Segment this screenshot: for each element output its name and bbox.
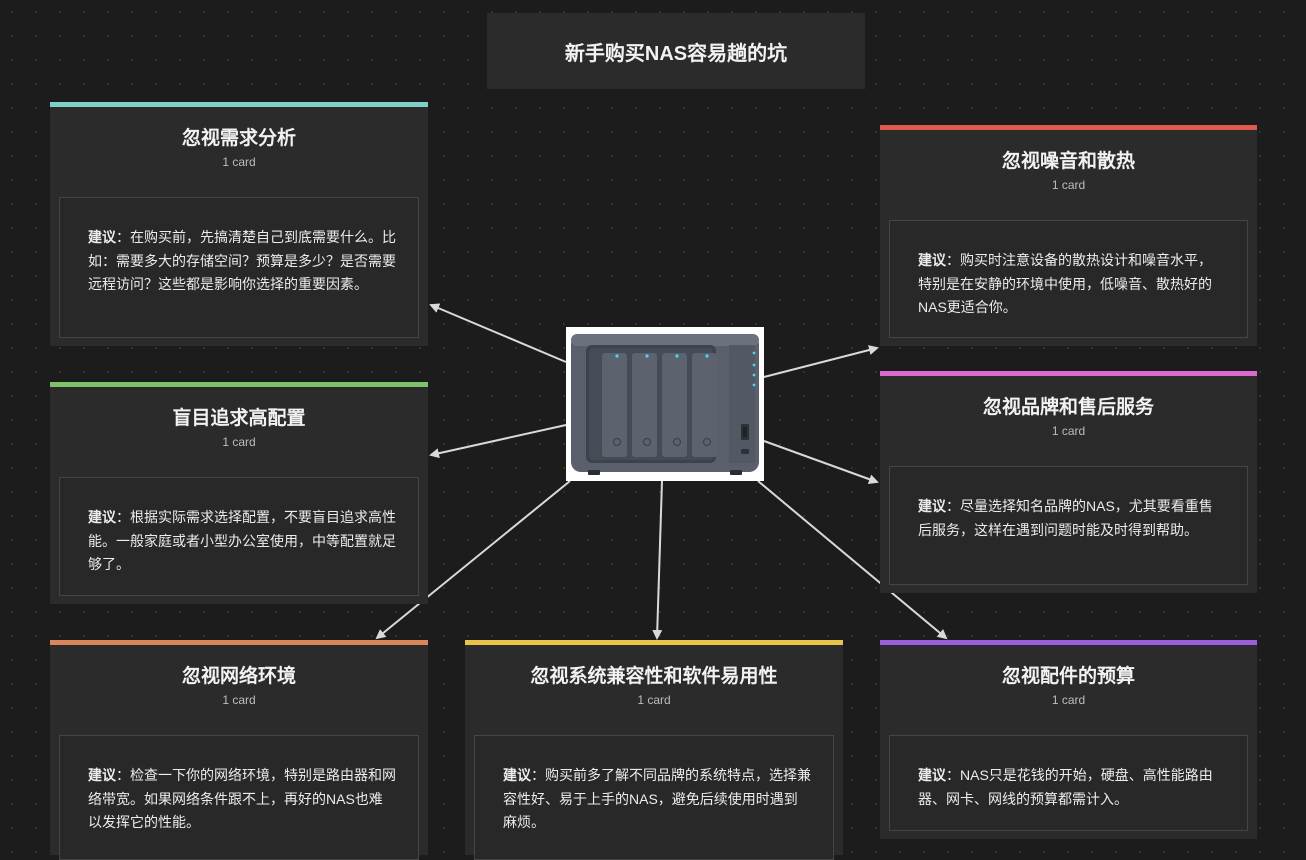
note-separator: ： bbox=[531, 767, 545, 783]
note-separator: ： bbox=[946, 498, 960, 514]
note-text: 检查一下你的网络环境，特别是路由器和网络带宽。如果网络条件跟不上，再好的NAS也… bbox=[88, 767, 396, 830]
note-label: 建议 bbox=[918, 498, 946, 514]
card-demand[interactable]: 忽视需求分析 1 card 建议：在购买前，先搞清楚自己到底需要什么。比如：需要… bbox=[50, 102, 428, 346]
card-note[interactable]: 建议：购买前多了解不同品牌的系统特点，选择兼容性好、易于上手的NAS，避免后续使… bbox=[474, 735, 834, 860]
card-network[interactable]: 忽视网络环境 1 card 建议：检查一下你的网络环境，特别是路由器和网络带宽。… bbox=[50, 640, 428, 860]
card-brand[interactable]: 忽视品牌和售后服务 1 card 建议：尽量选择知名品牌的NAS，尤其要看重售后… bbox=[880, 371, 1257, 593]
arrow-to-network bbox=[375, 480, 571, 640]
note-label: 建议 bbox=[503, 767, 531, 783]
card-note[interactable]: 建议：购买时注意设备的散热设计和噪音水平，特别是在安静的环境中使用，低噪音、散热… bbox=[889, 220, 1248, 338]
card-count: 1 card bbox=[222, 693, 256, 707]
note-text: 在购买前，先搞清楚自己到底需要什么。比如：需要多大的存储空间？预算是多少？是否需… bbox=[88, 229, 396, 292]
note-separator: ： bbox=[116, 229, 130, 245]
card-note[interactable]: 建议：在购买前，先搞清楚自己到底需要什么。比如：需要多大的存储空间？预算是多少？… bbox=[59, 197, 419, 338]
card-note[interactable]: 建议：NAS只是花钱的开始，硬盘、高性能路由器、网卡、网线的预算都需计入。 bbox=[889, 735, 1248, 831]
note-label: 建议 bbox=[918, 767, 946, 783]
arrow-to-config bbox=[429, 424, 567, 459]
note-separator: ： bbox=[946, 767, 960, 783]
card-note[interactable]: 建议：检查一下你的网络环境，特别是路由器和网络带宽。如果网络条件跟不上，再好的N… bbox=[59, 735, 419, 860]
note-label: 建议 bbox=[88, 767, 116, 783]
card-title: 忽视系统兼容性和软件易用性 bbox=[530, 666, 778, 687]
note-separator: ： bbox=[946, 252, 960, 268]
map-title[interactable]: 新手购买NAS容易趟的坑 bbox=[487, 13, 865, 89]
card-count: 1 card bbox=[637, 693, 671, 707]
note-text: 购买时注意设备的散热设计和噪音水平，特别是在安静的环境中使用，低噪音、散热好的N… bbox=[918, 252, 1212, 315]
note-label: 建议 bbox=[88, 509, 116, 525]
note-text: 购买前多了解不同品牌的系统特点，选择兼容性好、易于上手的NAS，避免后续使用时遇… bbox=[503, 767, 811, 830]
nas-device-icon bbox=[571, 334, 759, 475]
card-count: 1 card bbox=[1051, 424, 1086, 438]
arrow-to-brand bbox=[763, 440, 879, 484]
arrow-to-demand bbox=[429, 303, 567, 363]
card-count: 1 card bbox=[222, 435, 256, 449]
card-count: 1 card bbox=[1051, 178, 1086, 192]
card-title: 盲目追求高配置 bbox=[172, 408, 306, 429]
note-text: 尽量选择知名品牌的NAS，尤其要看重售后服务，这样在遇到问题时能及时得到帮助。 bbox=[918, 498, 1213, 538]
note-text: NAS只是花钱的开始，硬盘、高性能路由器、网卡、网线的预算都需计入。 bbox=[918, 767, 1213, 807]
note-text: 根据实际需求选择配置，不要盲目追求高性能。一般家庭或者小型办公室使用，中等配置就… bbox=[88, 509, 396, 572]
note-label: 建议 bbox=[88, 229, 116, 245]
card-count: 1 card bbox=[222, 155, 256, 169]
arrow-to-software bbox=[652, 480, 663, 640]
card-config[interactable]: 盲目追求高配置 1 card 建议：根据实际需求选择配置，不要盲目追求高性能。一… bbox=[50, 382, 428, 604]
note-separator: ： bbox=[116, 767, 130, 783]
card-title: 忽视网络环境 bbox=[181, 666, 296, 687]
card-software[interactable]: 忽视系统兼容性和软件易用性 1 card 建议：购买前多了解不同品牌的系统特点，… bbox=[465, 640, 843, 860]
card-count: 1 card bbox=[1051, 693, 1086, 707]
card-title: 忽视噪音和散热 bbox=[1001, 151, 1135, 172]
card-note[interactable]: 建议：尽量选择知名品牌的NAS，尤其要看重售后服务，这样在遇到问题时能及时得到帮… bbox=[889, 466, 1248, 585]
arrow-to-noise bbox=[763, 345, 879, 378]
nas-device-image[interactable] bbox=[566, 327, 764, 481]
card-title: 忽视需求分析 bbox=[181, 128, 296, 149]
arrow-to-accessories bbox=[757, 480, 948, 640]
note-label: 建议 bbox=[918, 252, 946, 268]
note-separator: ： bbox=[116, 509, 130, 525]
card-accessories[interactable]: 忽视配件的预算 1 card 建议：NAS只是花钱的开始，硬盘、高性能路由器、网… bbox=[880, 640, 1257, 839]
card-noise[interactable]: 忽视噪音和散热 1 card 建议：购买时注意设备的散热设计和噪音水平，特别是在… bbox=[880, 125, 1257, 346]
card-title: 忽视品牌和售后服务 bbox=[982, 397, 1154, 418]
card-title: 忽视配件的预算 bbox=[1001, 666, 1135, 687]
card-note[interactable]: 建议：根据实际需求选择配置，不要盲目追求高性能。一般家庭或者小型办公室使用，中等… bbox=[59, 477, 419, 596]
